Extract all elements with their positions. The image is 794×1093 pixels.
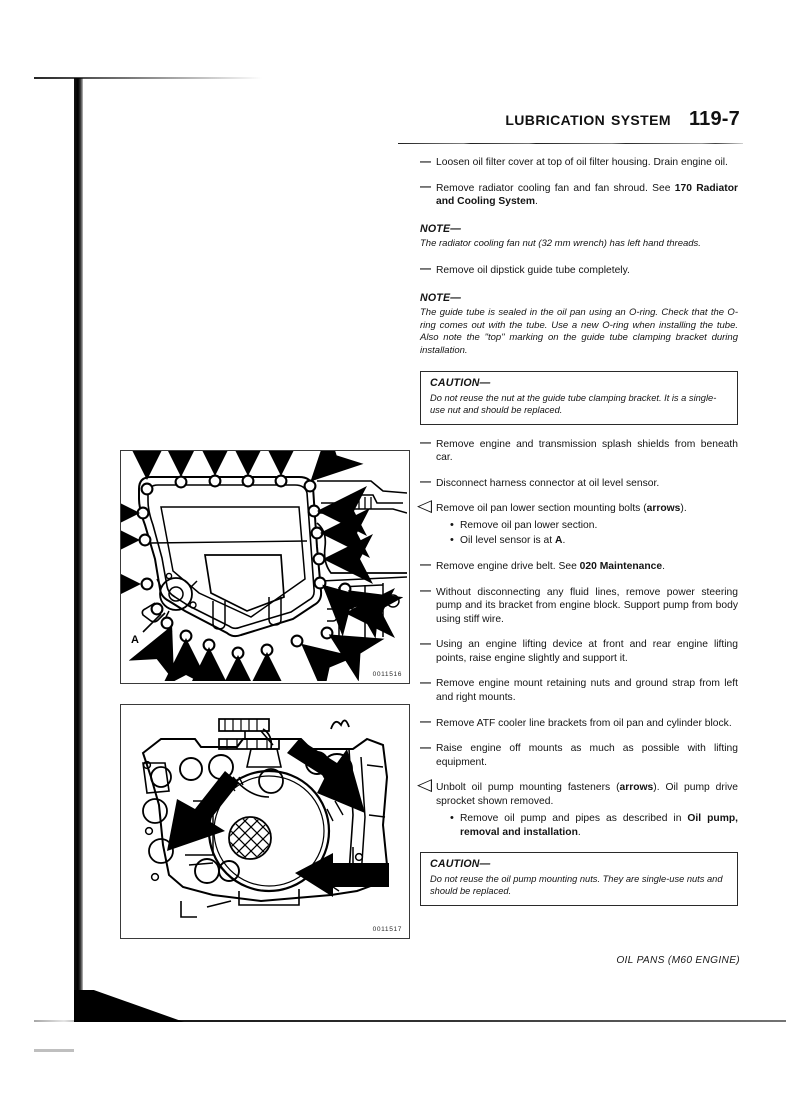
step-13-sublist: Remove oil pump and pipes as described i… xyxy=(436,811,738,840)
step-12-text: Raise engine off mounts as much as possi… xyxy=(436,743,738,768)
list-item: Oil level sensor is at A. xyxy=(450,533,738,548)
step-5-text: Disconnect harness connector at oil leve… xyxy=(436,477,660,489)
caution-body: Do not reuse the oil pump mounting nuts.… xyxy=(430,874,723,897)
step-3-text: Remove oil dipstick guide tube completel… xyxy=(436,264,630,276)
step-6-sub-2-a: Oil level sensor is at xyxy=(460,534,555,546)
dash-bullet-icon: — xyxy=(420,559,431,572)
instruction-step-4: — Remove engine and transmission splash … xyxy=(420,437,738,465)
dash-bullet-icon: — xyxy=(420,263,431,276)
page-edge-bottom xyxy=(34,1020,786,1022)
step-2-reference: 170 Radiator and Cooling System xyxy=(436,182,738,208)
step-1-text: Loosen oil filter cover at top of oil fi… xyxy=(436,157,728,168)
callout-ref-a: A xyxy=(555,534,563,546)
step-7-reference: 020 Maintenance xyxy=(579,560,663,572)
step-11-text: Remove ATF cooler line brackets from oil… xyxy=(436,717,732,729)
caution-title: CAUTION— xyxy=(430,857,491,870)
step-6-text-c: ). xyxy=(680,503,687,515)
svg-text:A: A xyxy=(131,634,139,646)
dash-bullet-icon: — xyxy=(420,585,431,597)
instruction-step-7: — Remove engine drive belt. See 020 Main… xyxy=(420,559,738,574)
dash-bullet-icon: — xyxy=(420,476,431,489)
instruction-step-9: — Using an engine lifting device at fron… xyxy=(420,638,738,665)
step-13-arrows-word: arrows xyxy=(619,782,654,794)
step-13-reference: Oil pump, removal and installation xyxy=(460,812,738,838)
figure-oil-pump: 0011517 xyxy=(120,704,410,939)
instruction-step-11: — Remove ATF cooler line brackets from o… xyxy=(420,716,738,731)
note-body: The guide tube is sealed in the oil pan … xyxy=(420,307,738,356)
step-9-text: Using an engine lifting device at front … xyxy=(436,639,738,664)
step-6-arrows-word: arrows xyxy=(646,503,681,515)
caution-oil-pump-nuts: CAUTION— Do not reuse the oil pump mount… xyxy=(420,851,738,906)
page-edge-bottom-marks xyxy=(34,1049,74,1052)
page-title: Lubrication System xyxy=(505,108,671,130)
step-10-text: Remove engine mount retaining nuts and g… xyxy=(436,678,738,704)
dash-bullet-icon: — xyxy=(420,181,431,194)
note-fan-nut: NOTE— The radiator cooling fan nut (32 m… xyxy=(420,223,738,251)
dash-bullet-icon: — xyxy=(420,676,431,689)
note-guide-tube: NOTE— The guide tube is sealed in the oi… xyxy=(420,292,738,358)
list-item: Remove oil pump and pipes as described i… xyxy=(450,811,738,840)
list-item: Remove oil pan lower section. xyxy=(450,518,738,533)
figure-reference-arrow-icon: ◁ xyxy=(417,775,433,795)
step-2-text-a: Remove radiator cooling fan and fan shro… xyxy=(436,182,675,194)
step-7-text-a: Remove engine drive belt. See xyxy=(436,560,580,572)
caution-body: Do not reuse the nut at the guide tube c… xyxy=(430,393,717,416)
instruction-step-8: — Without disconnecting any fluid lines,… xyxy=(420,585,738,627)
step-2-text-c: . xyxy=(534,196,538,208)
binding-shadow-flare xyxy=(74,990,184,1022)
instruction-step-5: — Disconnect harness connector at oil le… xyxy=(420,476,738,491)
step-6-sub-2-c: . xyxy=(562,534,566,546)
page-edge-top xyxy=(34,77,794,79)
step-6-text-a: Remove oil pan lower section mounting bo… xyxy=(436,503,647,515)
instruction-step-1: — Loosen oil filter cover at top of oil … xyxy=(420,156,738,170)
figure-id-oil-pan: 0011516 xyxy=(372,671,402,678)
instruction-step-12: — Raise engine off mounts as much as pos… xyxy=(420,742,738,769)
step-7-text-c: . xyxy=(662,560,665,572)
caution-title: CAUTION— xyxy=(430,376,491,389)
instruction-step-10: — Remove engine mount retaining nuts and… xyxy=(420,677,738,704)
page-number: 119-7 xyxy=(688,108,740,130)
note-title: NOTE— xyxy=(420,222,462,235)
step-13-text-a: Unbolt oil pump mounting fasteners ( xyxy=(436,782,620,794)
step-13-text-c: ). Oil pump drive sprocket shown removed… xyxy=(436,782,738,808)
caution-guide-tube-nut: CAUTION— Do not reuse the nut at the gui… xyxy=(420,370,738,425)
dash-bullet-icon: — xyxy=(420,741,431,754)
instruction-step-3: — Remove oil dipstick guide tube complet… xyxy=(420,263,738,278)
header-rule xyxy=(398,143,743,144)
step-13-sub-a: Remove oil pump and pipes as described i… xyxy=(460,812,688,824)
page-header: Lubrication System 119-7 xyxy=(420,108,740,131)
step-6-sub-1: Remove oil pan lower section. xyxy=(460,519,598,531)
step-6-sublist: Remove oil pan lower section. Oil level … xyxy=(436,518,738,548)
dash-bullet-icon: — xyxy=(420,716,431,729)
instruction-step-2: — Remove radiator cooling fan and fan sh… xyxy=(420,181,738,209)
figure-oil-pan: A 0011516 xyxy=(120,450,410,684)
page-footer: OIL PANS (M60 ENGINE) xyxy=(616,955,740,966)
figure-id-oil-pump: 0011517 xyxy=(372,926,402,933)
instruction-step-6: ◁ Remove oil pan lower section mounting … xyxy=(417,496,738,548)
step-4-text: Remove engine and transmission splash sh… xyxy=(436,438,738,464)
dash-bullet-icon: — xyxy=(420,637,431,650)
note-body: The radiator cooling fan nut (32 mm wren… xyxy=(420,238,701,250)
dash-bullet-icon: — xyxy=(420,437,431,450)
binding-shadow xyxy=(74,78,83,1013)
dash-bullet-icon: — xyxy=(420,155,431,168)
oil-pump-drawing xyxy=(141,718,389,918)
oil-pan-drawing: A xyxy=(121,451,407,681)
step-8-text: Without disconnecting any fluid lines, r… xyxy=(436,586,738,625)
step-13-sub-c: . xyxy=(577,826,581,838)
instruction-step-13: ◁ Unbolt oil pump mounting fasteners (ar… xyxy=(417,775,738,840)
instruction-column: — Loosen oil filter cover at top of oil … xyxy=(417,156,738,919)
note-title: NOTE— xyxy=(420,291,462,304)
figure-reference-arrow-icon: ◁ xyxy=(417,496,433,516)
